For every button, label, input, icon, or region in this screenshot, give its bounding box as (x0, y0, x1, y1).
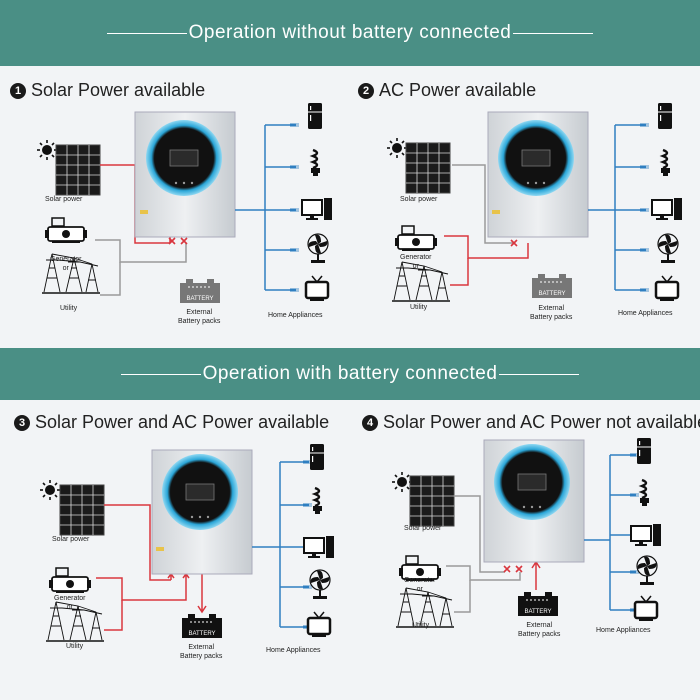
fridge-icon (636, 437, 652, 465)
tv-icon (633, 594, 659, 622)
scenario-2-number: 2 (358, 82, 374, 99)
or-label: or (66, 604, 73, 611)
battery-text: BATTERY (538, 291, 565, 297)
battery-icon (532, 278, 572, 298)
fan-icon (636, 555, 658, 586)
scenario-1-number: 1 (10, 82, 26, 99)
x-mark-icon (515, 565, 523, 573)
scenario-1-title: 1 Solar Power available (10, 80, 205, 101)
dash-left (106, 32, 187, 34)
battery-label-line2: Battery packs (180, 653, 223, 660)
scenario-3-title: 3 Solar Power and AC Power available (14, 412, 329, 433)
generator-label-text: Generator (404, 577, 436, 584)
scenario-1-title-text: Solar Power available (31, 80, 206, 100)
solar-label: Solar power (45, 196, 83, 203)
scenario-2-title: 2 AC Power available (358, 80, 536, 101)
utility-label: Utility (60, 305, 78, 312)
scenario-3-title-text: Solar Power and AC Power available (35, 412, 330, 432)
or-label: or (62, 265, 69, 272)
solar-panel-icon (409, 475, 455, 527)
dash-right (513, 32, 594, 34)
header-band-top: Operation without battery connected (0, 0, 700, 66)
utility-label: Utility (412, 622, 430, 629)
sun-icon (391, 471, 413, 493)
generator-label: Generator or (54, 594, 86, 612)
bulb-icon (638, 478, 651, 508)
battery-icon (180, 283, 220, 303)
battery-text: BATTERY (188, 631, 215, 637)
battery-label-line2: Battery packs (518, 631, 561, 638)
scenario-2-title-text: AC Power available (379, 80, 537, 100)
battery-label-line1: External (188, 644, 215, 651)
generator-label: Generator or (400, 253, 432, 271)
solar-label: Solar power (52, 536, 90, 543)
or-label: or (412, 263, 419, 270)
battery-label-line1: External (526, 622, 553, 629)
utility-label: Utility (66, 643, 84, 650)
generator-label-text: Generator (400, 254, 432, 261)
dash-right (499, 373, 580, 375)
battery-label-line1: External (186, 309, 213, 316)
header-title-bottom: Operation with battery connected (202, 363, 498, 384)
header-title-top: Operation without battery connected (188, 22, 512, 43)
battery-text: BATTERY (524, 609, 551, 615)
appliances-label: Home Appliances (268, 312, 323, 319)
solar-label: Solar power (404, 525, 442, 532)
battery-icon (182, 618, 222, 638)
battery-icon (518, 596, 558, 616)
battery-label-line1: External (538, 305, 565, 312)
computer-icon (630, 523, 662, 547)
generator-label-text: Generator (54, 595, 86, 602)
generator-label: Generator or (50, 255, 82, 273)
appliances-label: Home Appliances (596, 627, 651, 634)
battery-text: BATTERY (186, 296, 213, 302)
scenario-4-title: 4 Solar Power and AC Power not available (362, 412, 700, 433)
x-mark-icon (503, 565, 511, 573)
scenario-4-number: 4 (362, 414, 378, 431)
battery-label-line2: Battery packs (178, 318, 221, 325)
scenario-3-number: 3 (14, 414, 30, 431)
solar-label: Solar power (400, 196, 438, 203)
generator-label-text: Generator (50, 256, 82, 263)
appliances-label: Home Appliances (266, 647, 321, 654)
generator-label: Generator or (404, 576, 436, 594)
header-band-bottom: Operation with battery connected (0, 348, 700, 400)
appliances-label: Home Appliances (618, 310, 673, 317)
dash-left (120, 373, 201, 375)
or-label: or (416, 586, 423, 593)
battery-label-line2: Battery packs (530, 314, 573, 321)
utility-label: Utility (410, 304, 428, 311)
scenario-4-title-text: Solar Power and AC Power not available (383, 412, 700, 432)
